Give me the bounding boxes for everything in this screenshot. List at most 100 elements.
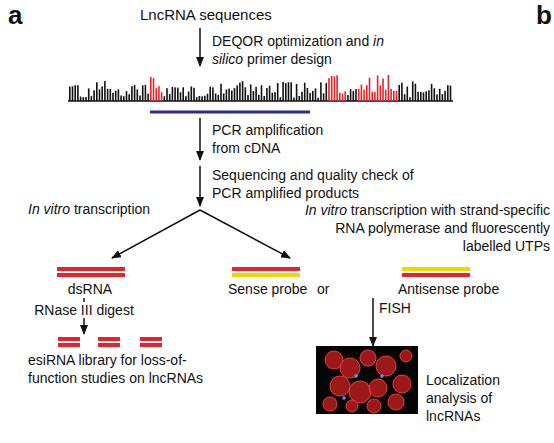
track-bar bbox=[371, 92, 373, 101]
track-bar bbox=[404, 94, 406, 101]
track-bar bbox=[361, 85, 363, 101]
track-bar bbox=[266, 88, 268, 101]
track-bar bbox=[182, 87, 184, 101]
track-bar bbox=[450, 86, 452, 101]
track-bar bbox=[363, 90, 365, 101]
track-bar bbox=[96, 82, 98, 101]
track-bar bbox=[323, 93, 325, 101]
track-bar bbox=[425, 91, 427, 101]
track-bar bbox=[366, 85, 368, 101]
node-graphic bbox=[50, 264, 130, 280]
track-bar bbox=[169, 94, 171, 101]
track-bar bbox=[393, 91, 395, 101]
track-bar bbox=[331, 76, 333, 101]
node-text: esiRNA library for loss-of-function stud… bbox=[28, 351, 216, 387]
track-bar bbox=[347, 95, 349, 101]
track-bar bbox=[104, 81, 106, 101]
cell-blob bbox=[393, 375, 411, 393]
track-bar bbox=[439, 89, 441, 101]
track-bar bbox=[193, 88, 195, 101]
track-bar bbox=[280, 97, 282, 101]
start-label: LncRNA sequences bbox=[140, 6, 270, 24]
track-bar bbox=[272, 93, 274, 101]
track-bar bbox=[234, 88, 236, 101]
track-bar bbox=[307, 88, 309, 101]
track-bar bbox=[215, 93, 217, 101]
track-bar bbox=[207, 94, 209, 101]
rna-strand bbox=[232, 267, 300, 271]
track-bar bbox=[258, 95, 260, 101]
track-bar bbox=[161, 92, 163, 101]
track-bar bbox=[158, 86, 160, 101]
track-bar bbox=[209, 87, 211, 101]
track-bar bbox=[147, 94, 149, 101]
track-bar bbox=[155, 88, 157, 101]
cell-blob bbox=[323, 397, 337, 411]
track-bar bbox=[423, 92, 425, 101]
track-bar bbox=[231, 91, 233, 101]
track-bar bbox=[290, 82, 292, 101]
track-bar bbox=[107, 89, 109, 101]
track-bar bbox=[269, 86, 271, 101]
branch-label: In vitro transcription bbox=[28, 200, 150, 218]
track-bar bbox=[398, 85, 400, 101]
node-text: Localization analysis of lncRNAs bbox=[426, 371, 518, 425]
track-bar bbox=[74, 85, 76, 101]
track-bar bbox=[120, 95, 122, 101]
track-bar bbox=[434, 88, 436, 101]
flow-arrow bbox=[199, 118, 201, 160]
track-bar bbox=[69, 87, 71, 101]
signal-dot bbox=[380, 374, 384, 378]
track-bar bbox=[317, 98, 319, 101]
track-bar bbox=[350, 89, 352, 101]
track-bar bbox=[112, 93, 114, 101]
track-bar bbox=[72, 86, 74, 101]
track-bar bbox=[196, 97, 198, 101]
esirna-node: esiRNA library for loss-of-function stud… bbox=[25, 334, 220, 390]
track-bar bbox=[153, 78, 155, 101]
track-bar bbox=[137, 90, 139, 101]
track-bar bbox=[369, 78, 371, 101]
track-bar bbox=[226, 90, 228, 101]
cell-blob bbox=[367, 399, 381, 413]
track-bar bbox=[304, 83, 306, 101]
rna-strand bbox=[232, 273, 300, 277]
track-bar bbox=[390, 89, 392, 101]
node-text: Antisense probe bbox=[398, 280, 499, 298]
track-bar bbox=[380, 85, 382, 101]
track-bar bbox=[142, 85, 144, 101]
rna-strand bbox=[402, 273, 470, 277]
track-bar bbox=[407, 87, 409, 101]
node-graphic bbox=[25, 334, 220, 350]
track-bar bbox=[444, 91, 446, 101]
track-bar bbox=[263, 96, 265, 101]
track-bar bbox=[417, 92, 419, 101]
node-graphic bbox=[225, 264, 510, 280]
track-bar bbox=[358, 89, 360, 101]
track-bar bbox=[77, 85, 79, 101]
node-text: dsRNA bbox=[50, 280, 130, 298]
track-bar bbox=[299, 96, 301, 101]
cell-blob bbox=[330, 376, 350, 396]
edge-label: FISH bbox=[377, 300, 413, 316]
track-bar bbox=[431, 84, 433, 101]
branch-label: In vitro transcription with strand-speci… bbox=[298, 201, 550, 255]
track-bar bbox=[261, 85, 263, 101]
track-bar bbox=[199, 96, 201, 101]
track-bar bbox=[334, 76, 336, 101]
track-bar bbox=[382, 79, 384, 101]
node-text: or bbox=[317, 280, 329, 298]
cell-blob bbox=[369, 379, 387, 397]
track-bar bbox=[326, 83, 328, 101]
rna-strand bbox=[58, 337, 80, 341]
step-label: PCR amplification from cDNA bbox=[212, 121, 342, 157]
track-bar bbox=[139, 95, 141, 101]
track-bar bbox=[428, 90, 430, 101]
track-bar bbox=[123, 96, 125, 101]
rna-strand bbox=[57, 267, 125, 271]
track-bar bbox=[253, 91, 255, 101]
cell-blob bbox=[388, 394, 404, 410]
rna-strand bbox=[98, 343, 120, 347]
rna-strand bbox=[58, 343, 80, 347]
cell-blob bbox=[376, 356, 396, 376]
